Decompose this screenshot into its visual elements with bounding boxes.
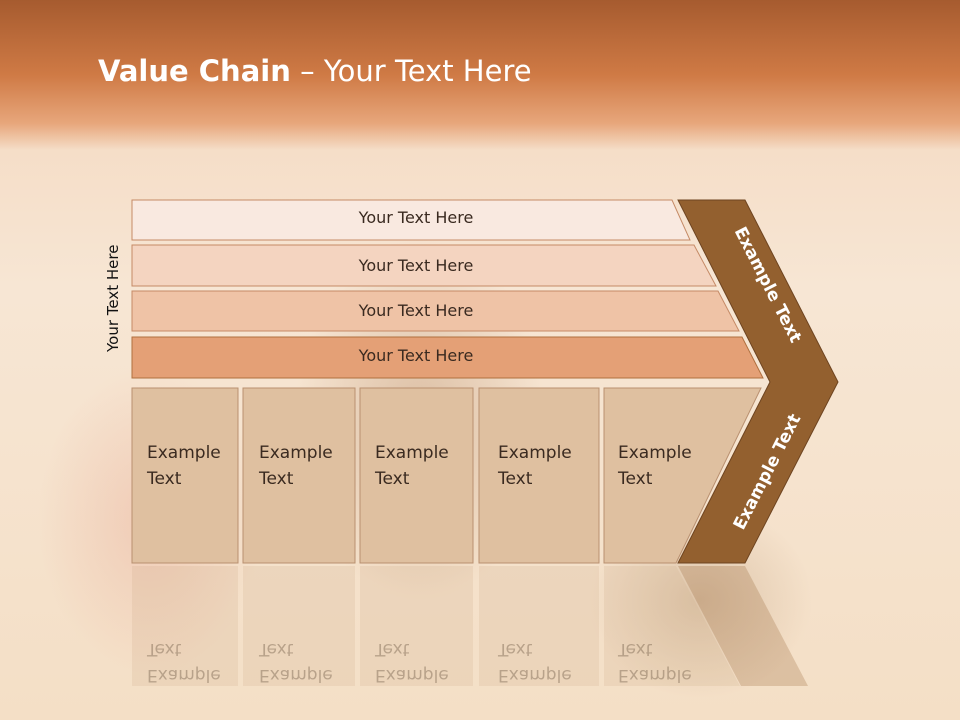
activity-box-1-line1: Example xyxy=(147,443,221,463)
title-subtitle: Your Text Here xyxy=(323,54,532,88)
activity-box-2-line2: Text xyxy=(259,469,294,489)
activity-box-4-line2: Text xyxy=(498,469,533,489)
activity-box-1-line2: Text xyxy=(147,469,182,489)
header-band xyxy=(0,0,960,150)
activity-box-5-line2: Text xyxy=(618,469,653,489)
boxes-reflection xyxy=(132,566,740,686)
activity-box-4[interactable] xyxy=(478,387,600,564)
activity-box-4-line1: Example xyxy=(498,443,572,463)
activity-box-2[interactable] xyxy=(242,387,356,564)
row-bar-4[interactable] xyxy=(131,336,764,379)
activity-box-1[interactable] xyxy=(131,387,239,564)
row-label-3: Your Text Here xyxy=(358,301,474,320)
page-title: Value Chain – Your Text Here xyxy=(98,54,532,88)
chevron-reflection xyxy=(678,566,808,686)
row-label-1: Your Text Here xyxy=(358,208,474,227)
title-separator: – xyxy=(290,54,324,88)
margin-chevron[interactable] xyxy=(677,199,839,564)
activity-box-3[interactable] xyxy=(359,387,474,564)
activity-box-5[interactable] xyxy=(603,387,762,564)
activity-box-5-line1: Example xyxy=(618,443,692,463)
row-label-2: Your Text Here xyxy=(358,256,474,275)
activity-box-3-line1: Example xyxy=(375,443,449,463)
row-bar-3[interactable] xyxy=(131,290,740,332)
row-label-4: Your Text Here xyxy=(358,346,474,365)
activity-box-3-line2: Text xyxy=(375,469,410,489)
activity-box-2-line1: Example xyxy=(259,443,333,463)
title-bold: Value Chain xyxy=(98,54,291,88)
row-bar-1[interactable] xyxy=(131,199,691,241)
row-bar-2[interactable] xyxy=(131,244,717,287)
